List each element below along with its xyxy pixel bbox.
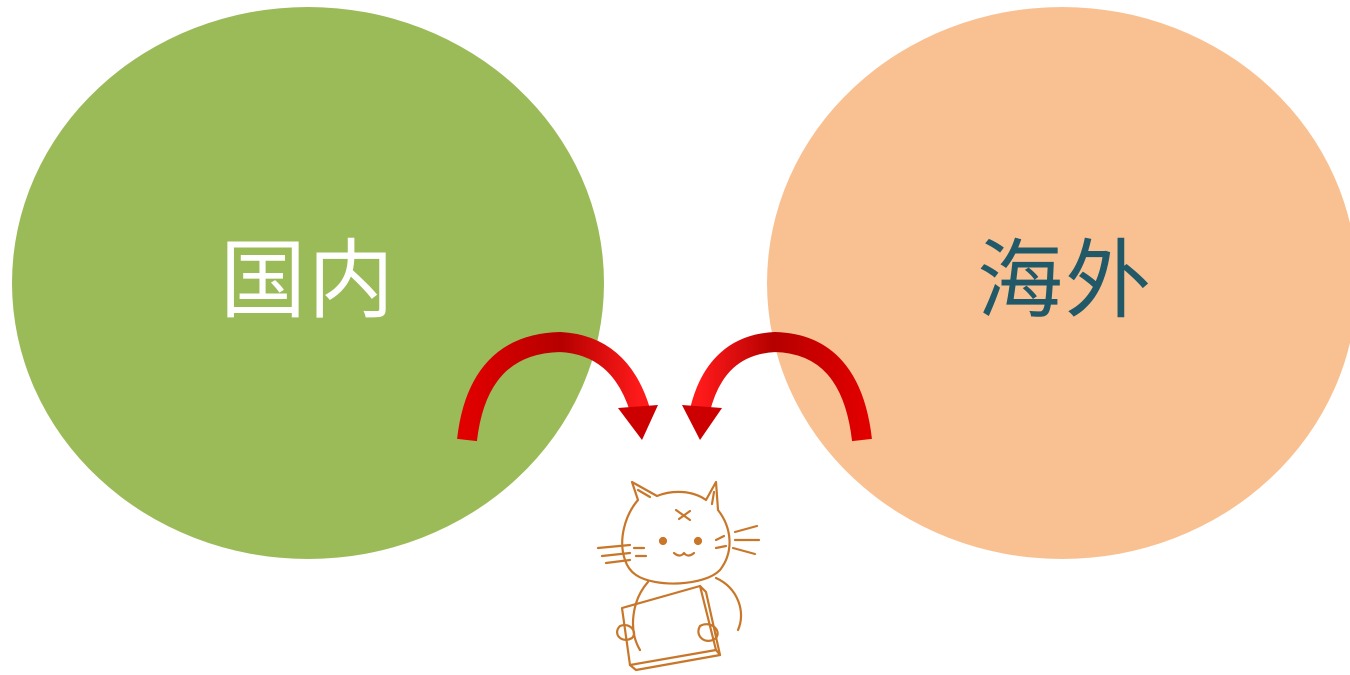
arrow-domestic-head-icon [618, 405, 658, 440]
domestic-circle-shape [12, 7, 604, 559]
domestic-label: 国内 [220, 231, 396, 331]
arrow-domestic-to-cat [457, 331, 658, 442]
domestic-circle: 国内 [12, 7, 604, 559]
arrow-overseas-to-cat [682, 331, 872, 442]
overseas-label: 海外 [977, 231, 1153, 331]
cat-holding-book-icon [596, 480, 761, 672]
arrow-overseas-shaft [690, 331, 872, 442]
overseas-circle: 海外 [767, 7, 1350, 559]
arrow-overseas-head-icon [682, 405, 722, 440]
arrow-domestic-shaft [457, 331, 650, 442]
overseas-circle-shape [767, 7, 1350, 559]
